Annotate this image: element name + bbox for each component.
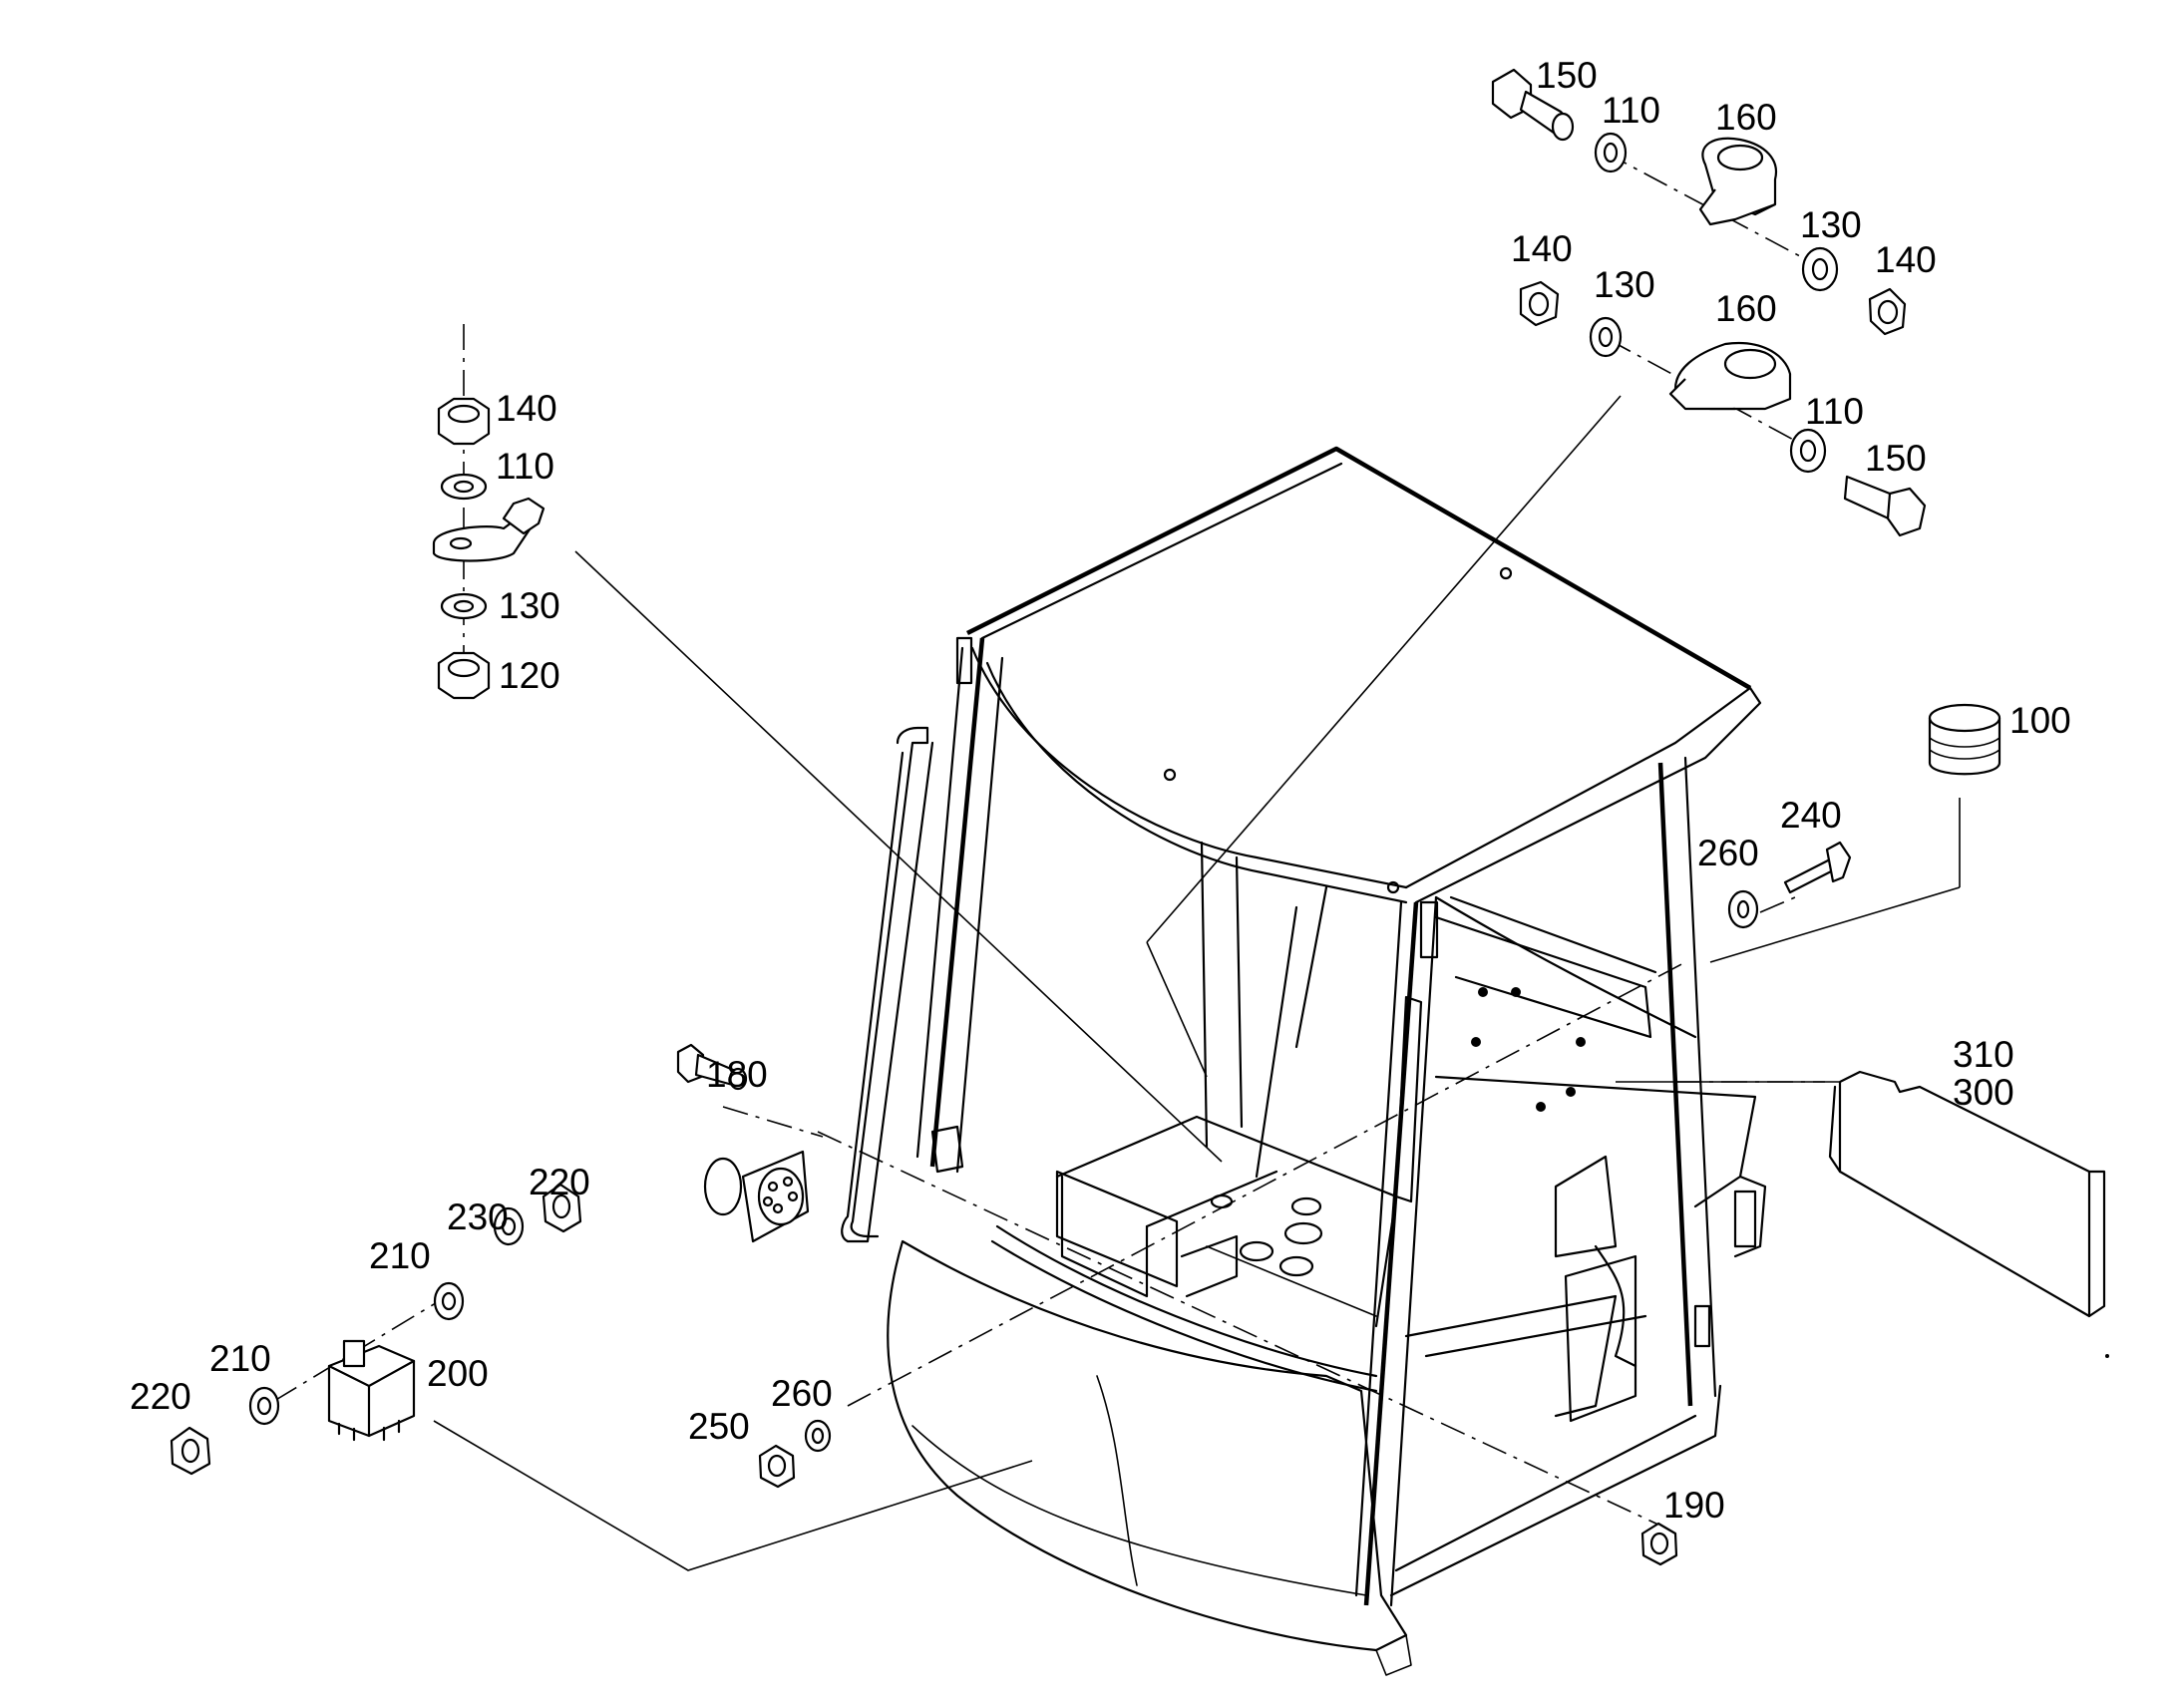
terminal-stack [432,397,545,700]
callout-130-top: 130 [1800,204,1862,245]
callout-220-right: 220 [529,1162,590,1202]
callout-140-right: 140 [1875,239,1937,280]
connector-set [676,1043,810,1243]
callout-240: 240 [1780,795,1842,836]
callout-150-top: 150 [1536,55,1598,96]
callout-250: 250 [688,1406,750,1447]
callout-260-bottom: 260 [771,1373,833,1414]
callout-300: 300 [1953,1072,2014,1113]
callout-160-top: 160 [1715,97,1777,138]
cover-panel [1828,1070,2109,1358]
callout-120-stack: 120 [499,655,560,696]
callout-210-lower: 210 [209,1338,271,1379]
relay-set [170,1183,582,1476]
callout-140-left: 140 [1511,228,1573,269]
callout-160-bottom: 160 [1715,288,1777,329]
callout-310: 310 [1953,1034,2014,1075]
cab-assembly [841,446,1767,1676]
callout-labels: 150 110 160 130 140 140 130 160 110 150 … [130,55,2071,1526]
bolt-240-set [1727,841,1852,929]
callout-200: 200 [427,1353,489,1394]
callout-130-mid: 130 [1594,264,1655,305]
lower-fasteners [758,1419,1678,1566]
callout-220-left: 220 [130,1376,191,1417]
callout-130-stack: 130 [499,585,560,626]
callout-140-stack: 140 [496,388,557,429]
callout-150-bottom: 150 [1865,438,1927,479]
callout-260-right: 260 [1697,833,1759,873]
callout-210-upper: 210 [369,1235,431,1276]
callout-180: 180 [706,1054,768,1095]
rubber-mount [1928,703,2001,776]
axis-lines [273,151,1840,1527]
clamp-set-upper [1491,68,1907,336]
callout-100: 100 [2009,700,2071,741]
callout-110-right: 110 [1805,391,1864,432]
callout-230: 230 [447,1196,509,1237]
callout-190: 190 [1663,1485,1725,1526]
callout-110-stack: 110 [496,446,554,487]
leader-lines [433,395,1961,1571]
callout-110-top: 110 [1602,90,1660,131]
clamp-set-lower [1519,280,1927,537]
